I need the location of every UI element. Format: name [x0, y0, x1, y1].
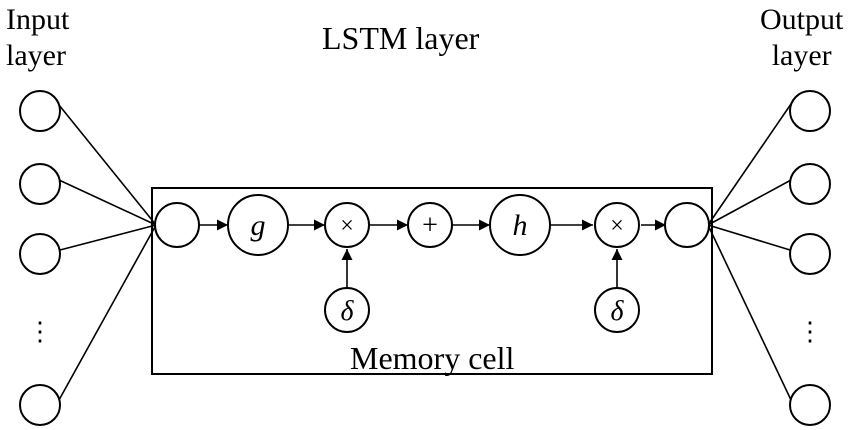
h-node — [489, 194, 551, 256]
output-connections — [707, 103, 792, 401]
output-layer-label-line2: layer — [771, 39, 832, 72]
g-symbol: g — [251, 209, 266, 242]
input-layer-label-line2: layer — [6, 39, 66, 72]
delta-symbol-1: δ — [340, 296, 354, 327]
input-layer-label: Input layer — [6, 2, 69, 74]
input-ellipsis: ⋮ — [27, 317, 53, 346]
output-node — [789, 384, 831, 426]
cell-output-node — [664, 202, 710, 248]
output-ellipsis: ⋮ — [797, 317, 823, 346]
plus-symbol: + — [422, 210, 438, 241]
output-node — [789, 163, 831, 205]
h-symbol: h — [513, 209, 528, 242]
output-node — [789, 90, 831, 132]
output-layer-label: Output layer — [760, 2, 843, 74]
memory-cell-label: Memory cell — [350, 340, 515, 376]
gate-arrows — [341, 249, 623, 288]
cell-input-node — [154, 202, 200, 248]
g-node — [227, 194, 289, 256]
multiply-symbol-2: × — [610, 213, 624, 239]
input-node — [19, 384, 61, 426]
memory-cell-box — [151, 187, 713, 375]
lstm-layer-title: LSTM layer — [322, 20, 480, 56]
input-node — [19, 163, 61, 205]
output-node — [789, 233, 831, 275]
input-connections — [58, 104, 157, 401]
input-node — [19, 233, 61, 275]
delta-node-1 — [324, 287, 370, 333]
delta-symbol-2: δ — [610, 296, 624, 327]
plus-node — [407, 202, 453, 248]
delta-node-2 — [594, 287, 640, 333]
input-node — [19, 90, 61, 132]
multiply-node-2 — [594, 202, 640, 248]
input-layer-label-line1: Input — [6, 3, 70, 36]
multiply-node-1 — [324, 202, 370, 248]
multiply-symbol-1: × — [340, 213, 354, 239]
output-layer-label-line1: Output — [760, 3, 844, 36]
